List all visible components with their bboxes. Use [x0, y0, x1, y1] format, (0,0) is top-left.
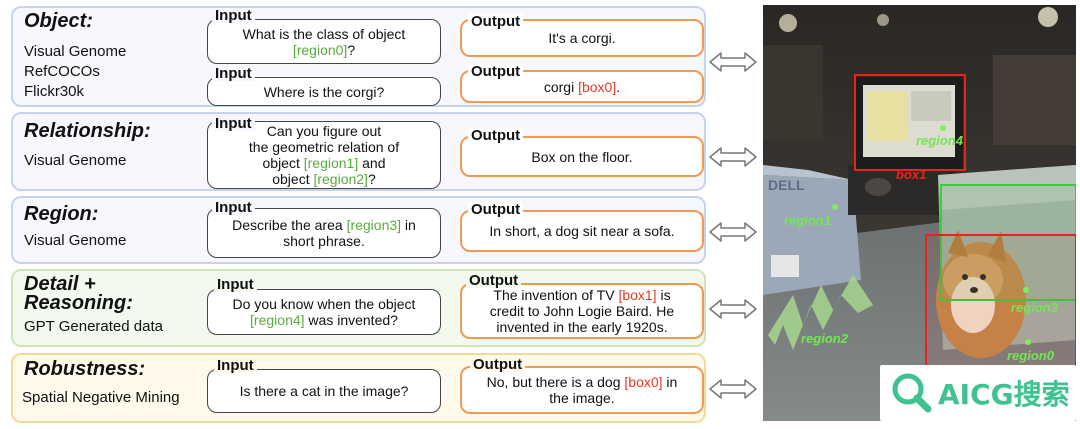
photo-label-region0: region0	[1007, 348, 1054, 363]
category-source: Flickr30k	[24, 83, 85, 100]
double-arrow-icon	[709, 52, 757, 72]
input-label: Input	[212, 116, 255, 131]
category-source: Visual Genome	[24, 43, 127, 60]
category-title-object: Object:	[24, 10, 93, 32]
output-box: In short, a dog sit near a sofa.	[460, 210, 704, 252]
watermark-logo: AICG搜索	[880, 365, 1076, 421]
photo-label-region3: region3	[1011, 300, 1058, 315]
input-label: Input	[214, 277, 257, 292]
output-label: Output	[466, 273, 522, 288]
output-label: Output	[468, 202, 524, 217]
input-label: Input	[212, 66, 255, 81]
input-label: Input	[212, 8, 255, 23]
output-label: Output	[468, 128, 524, 143]
category-source: RefCOCOs	[24, 63, 100, 80]
output-label: Output	[470, 357, 526, 372]
output-label: Output	[468, 64, 524, 79]
category-title-robustness: Robustness:	[24, 358, 146, 380]
input-box: Is there a cat in the image?	[207, 369, 441, 413]
input-label: Input	[212, 200, 255, 215]
input-box: Where is the corgi?	[207, 77, 441, 106]
double-arrow-icon	[709, 222, 757, 242]
category-source: Spatial Negative Mining	[22, 389, 180, 406]
input-box: Do you know when the object[region4] was…	[207, 289, 441, 335]
double-arrow-icon	[709, 299, 757, 319]
photo-label-region2: region2	[801, 331, 848, 346]
photo-label-region4: region4	[916, 133, 963, 148]
category-title-region: Region:	[24, 203, 99, 225]
category-source: Visual Genome	[24, 152, 127, 169]
input-label: Input	[214, 358, 257, 373]
category-title-detail: Detail +	[24, 273, 96, 295]
svg-text:DELL: DELL	[768, 177, 805, 193]
input-box: What is the class of object[region0]?	[207, 19, 441, 64]
double-arrow-icon	[709, 147, 757, 167]
double-arrow-icon	[709, 379, 757, 399]
category-title-relationship: Relationship:	[24, 120, 151, 142]
search-icon	[892, 373, 932, 413]
category-title-reasoning: Reasoning:	[24, 292, 133, 314]
watermark-text: AICG搜索	[938, 378, 1070, 411]
output-label: Output	[468, 14, 524, 29]
category-source: Visual Genome	[24, 232, 127, 249]
photo-label-box1: box1	[896, 167, 927, 182]
category-source: GPT Generated data	[24, 318, 163, 335]
photo-label-region1: region1	[784, 213, 831, 228]
